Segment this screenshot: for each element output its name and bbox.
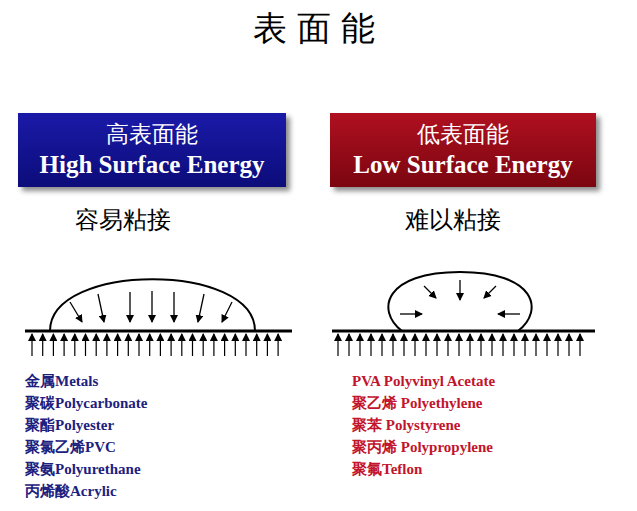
material-name: 聚乙烯 Polyethylene xyxy=(352,394,482,412)
caption-text: 容易粘接 xyxy=(75,206,171,235)
substrate-arrows xyxy=(32,334,580,356)
drop-outline xyxy=(388,272,531,331)
caption-text: 难以粘接 xyxy=(405,206,501,235)
banner-box: 高表面能High Surface Energy xyxy=(18,113,286,187)
banner-subheading: High Surface Energy xyxy=(40,149,265,181)
banner-heading: 高表面能 xyxy=(106,119,198,149)
banner-subheading: Low Surface Energy xyxy=(353,149,572,181)
drop-outline xyxy=(50,279,255,331)
material-name: 丙烯酸Acrylic xyxy=(25,482,117,500)
substrate-line xyxy=(25,330,292,333)
material-name: 聚氯乙烯PVC xyxy=(25,438,116,456)
material-name: 聚碳Polycarbonate xyxy=(25,394,147,412)
inner-arrows xyxy=(70,291,232,322)
material-name: 聚酯Polyester xyxy=(25,416,114,434)
material-name: 聚氟Teflon xyxy=(352,460,422,478)
page-title: 表面能 xyxy=(0,6,637,52)
material-name: 聚氨Polyurethane xyxy=(25,460,141,478)
substrate-line xyxy=(332,330,595,333)
material-name: 金属Metals xyxy=(25,372,98,390)
inner-arrows xyxy=(400,280,520,314)
material-name: PVA Polyvinyl Acetate xyxy=(352,372,495,390)
material-name: 聚苯 Polystyrene xyxy=(352,416,460,434)
material-name: 聚丙烯 Polypropylene xyxy=(352,438,493,456)
banner-heading: 低表面能 xyxy=(417,119,509,149)
banner-box: 低表面能Low Surface Energy xyxy=(330,113,596,187)
